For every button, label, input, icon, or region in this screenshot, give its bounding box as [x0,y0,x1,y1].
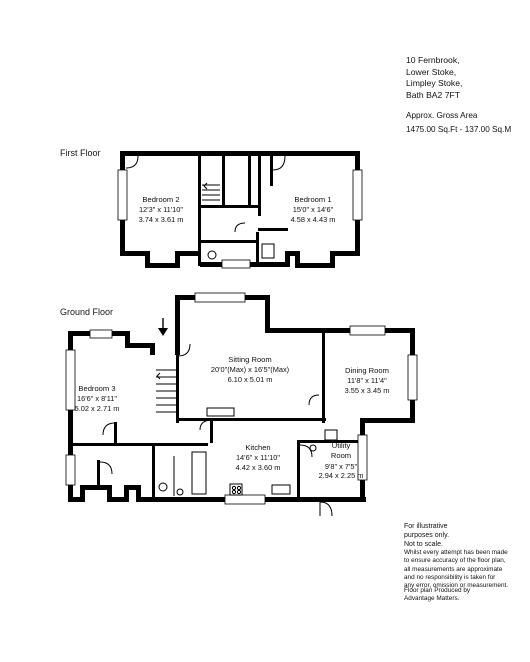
room-name: Bedroom 1 [294,195,332,204]
room-size-imperial: 12'3" x 11'10" [138,205,184,215]
address-line: Limpley Stoke, [406,78,463,89]
room-bedroom-2: Bedroom 2 12'3" x 11'10" 3.74 x 3.61 m [139,195,184,225]
room-utility-room: Utility Room 9'8" x 7'5" 2.94 x 2.25 m [319,441,364,481]
first-floor-plan [117,151,363,269]
room-name: Bedroom 2 [142,195,180,204]
producer-credit: Floor plan Produced by Advantage Matters… [404,587,524,604]
note-line: Floor plan Produced by [404,587,471,594]
gross-area-value: 1475.00 Sq.Ft - 137.00 Sq.M [406,125,512,134]
room-name: Dining Room [345,366,389,375]
room-name: Kitchen [245,443,271,452]
note-line: Advantage Matters. [404,595,460,603]
room-size-imperial: 14'6" x 11'10" [235,453,281,463]
note-line: For illustrative [404,523,448,530]
room-kitchen: Kitchen 14'6" x 11'10" 4.42 x 3.60 m [236,443,281,473]
address-line: Bath BA2 7FT [406,89,460,100]
address-line: Lower Stoke, [406,66,457,77]
room-bedroom-3: Bedroom 3 16'6" x 8'11" 5.02 x 2.71 m [75,384,120,414]
note-line: Not to scale. [404,541,443,549]
room-name: Utility [331,441,351,450]
address-line: 10 Fernbrook, [406,55,460,65]
room-size-imperial: 15'0" x 14'6" [292,205,334,215]
room-size-metric: 4.42 x 3.60 m [235,463,281,473]
illustrative-note: For illustrative purposes only. Not to s… [404,522,499,549]
room-size-metric: 5.02 x 2.71 m [74,404,120,414]
room-size-metric: 3.74 x 3.61 m [138,215,184,225]
room-size-imperial: 9'8" x 7'5" [324,461,358,471]
note-line: Whilst every attempt has been made [404,549,508,556]
accuracy-disclaimer: Whilst every attempt has been made to en… [404,549,524,591]
room-size-imperial: 20'0"(Max) x 16'5"(Max) [210,365,290,375]
room-size-metric: 2.94 x 2.25 m [318,471,364,481]
room-name: Sitting Room [228,355,272,364]
note-line: all measurements are approximate [404,565,503,573]
note-line: to ensure accuracy of the floor plan, [404,557,506,565]
room-size-imperial: 11'8" x 11'4" [347,376,387,386]
room-size-imperial: 16'6" x 8'11" [77,394,117,404]
gross-area-label: Approx. Gross Area [406,111,478,120]
room-sitting-room: Sitting Room 20'0"(Max) x 16'5"(Max) 6.1… [211,355,289,385]
room-size-metric: 4.58 x 4.43 m [290,215,336,225]
room-bedroom-1: Bedroom 1 15'0" x 14'6" 4.58 x 4.43 m [291,195,336,225]
ground-floor-label: Ground Floor [60,307,114,317]
room-size-metric: 3.55 x 3.45 m [344,386,390,396]
note-line: any error, omission or measurement. [404,582,509,590]
room-name-line-2: Room [330,451,352,461]
note-line: and no responsibility is taken for [404,573,496,581]
ground-floor-plan [65,292,418,517]
property-address: 10 Fernbrook, Lower Stoke, Limpley Stoke… [406,55,462,101]
first-floor-label: First Floor [60,148,101,158]
room-size-metric: 6.10 x 5.01 m [227,375,273,385]
room-name: Bedroom 3 [78,384,116,393]
note-line: purposes only. [404,532,450,540]
room-dining-room: Dining Room 11'8" x 11'4" 3.55 x 3.45 m [345,366,390,396]
